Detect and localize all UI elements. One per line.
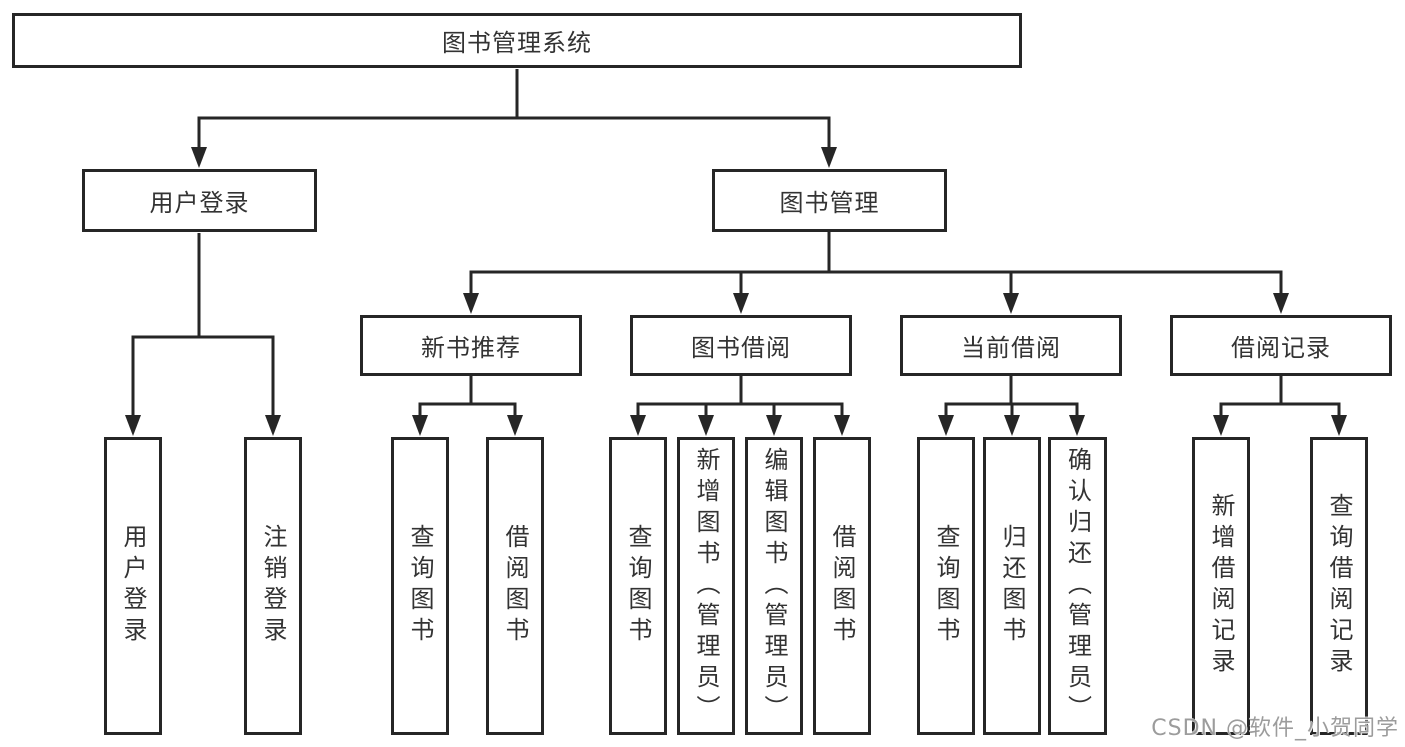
node-label: 确认归还（管理员） (1063, 446, 1092, 726)
arrowhead-icon (265, 415, 281, 436)
node-label: 图书借阅 (691, 334, 791, 362)
node-query-books-recommend: 查询图书 (391, 437, 449, 735)
node-label: 注销登录 (259, 524, 287, 648)
node-user-login: 用户登录 (82, 169, 317, 232)
node-label: 查询图书 (932, 524, 960, 648)
node-label: 用户登录 (149, 189, 250, 217)
watermark: CSDN @软件_小贺同学 (1151, 716, 1399, 741)
node-edit-books-admin: 编辑图书（管理员） (745, 437, 803, 735)
node-return-books: 归还图书 (983, 437, 1041, 735)
node-label: 查询图书 (406, 524, 434, 648)
arrowhead-icon (821, 147, 837, 168)
node-borrow-record: 借阅记录 (1170, 315, 1392, 376)
node-label: 图书管理系统 (442, 29, 592, 57)
arrowhead-icon (1069, 415, 1085, 436)
arrowhead-icon (630, 415, 646, 436)
node-borrow-books-recommend: 借阅图书 (486, 437, 544, 735)
node-logout: 注销登录 (244, 437, 302, 735)
arrowhead-icon (1004, 415, 1020, 436)
arrowhead-icon (412, 415, 428, 436)
node-current-borrow: 当前借阅 (900, 315, 1122, 376)
node-label: 新增图书（管理员） (692, 446, 720, 726)
node-label: 借阅记录 (1231, 334, 1331, 362)
node-label: 查询图书 (624, 524, 652, 648)
connector-new-book (418, 376, 517, 418)
node-library-management-system: 图书管理系统 (12, 13, 1022, 68)
arrowhead-icon (938, 415, 954, 436)
arrowhead-icon (463, 293, 479, 314)
node-add-borrow-record: 新增借阅记录 (1192, 437, 1250, 735)
arrowhead-icon (191, 147, 207, 168)
connector-root (197, 69, 831, 150)
arrowhead-icon (733, 293, 749, 314)
arrowhead-icon (125, 415, 141, 436)
connector-book-borrow (636, 376, 844, 418)
node-label: 借阅图书 (501, 524, 529, 648)
node-label: 查询借阅记录 (1325, 493, 1353, 679)
node-user-login-action: 用户登录 (104, 437, 162, 735)
node-new-book-recommend: 新书推荐 (360, 315, 582, 376)
node-label: 图书管理 (779, 189, 880, 217)
node-query-books-borrow: 查询图书 (609, 437, 667, 735)
node-label: 归还图书 (998, 524, 1026, 648)
arrowhead-icon (1003, 293, 1019, 314)
node-label: 新书推荐 (421, 334, 521, 362)
arrowhead-icon (507, 415, 523, 436)
arrowhead-icon (834, 415, 850, 436)
node-book-management: 图书管理 (712, 169, 947, 232)
node-query-books-current: 查询图书 (917, 437, 975, 735)
node-query-borrow-record: 查询借阅记录 (1310, 437, 1368, 735)
node-add-books-admin: 新增图书（管理员） (677, 437, 735, 735)
connector-current-borrow (944, 376, 1079, 418)
connector-user-login (131, 233, 275, 418)
arrowhead-icon (698, 415, 714, 436)
node-label: 编辑图书（管理员） (760, 446, 788, 726)
node-label: 借阅图书 (828, 524, 856, 648)
arrowhead-icon (1273, 293, 1289, 314)
connector-book-management (469, 232, 1283, 298)
node-borrow-books-action: 借阅图书 (813, 437, 871, 735)
arrowhead-icon (1213, 415, 1229, 436)
arrowhead-icon (1331, 415, 1347, 436)
node-confirm-return-admin: 确认归还（管理员） (1048, 437, 1107, 735)
connector-borrow-record (1219, 376, 1341, 418)
node-label: 当前借阅 (961, 334, 1061, 362)
node-book-borrow: 图书借阅 (630, 315, 852, 376)
arrowhead-icon (766, 415, 782, 436)
node-label: 用户登录 (119, 524, 147, 648)
node-label: 新增借阅记录 (1207, 493, 1235, 679)
